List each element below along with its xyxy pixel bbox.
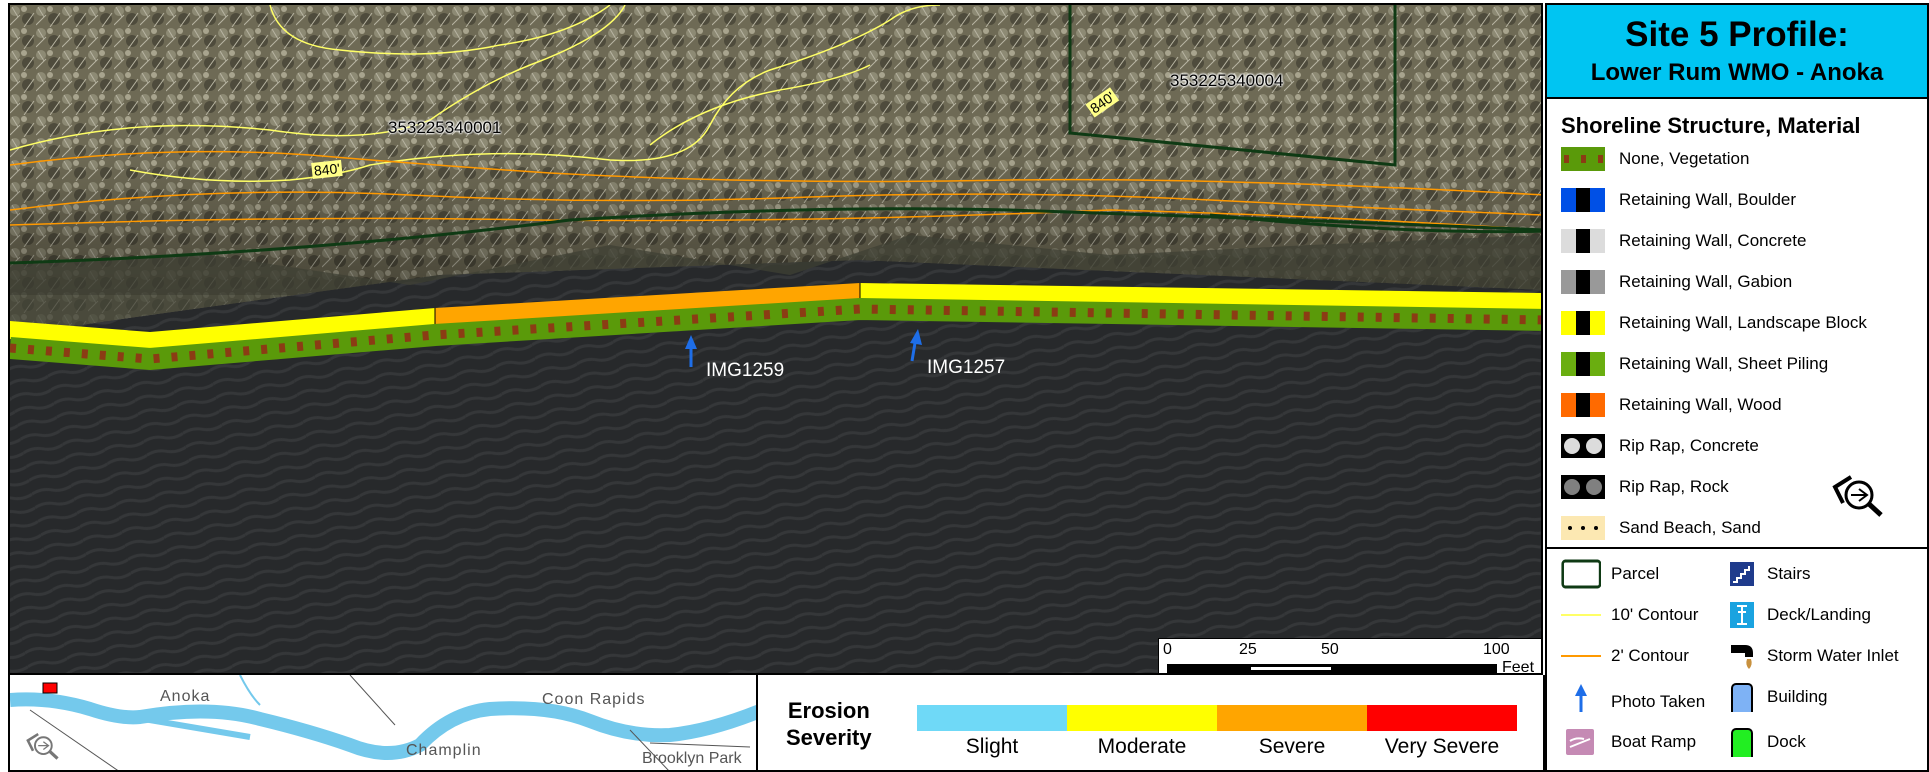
scale-tick: 100 bbox=[1483, 641, 1510, 658]
legend-item-vegetation: None, Vegetation bbox=[1561, 147, 1921, 173]
magnify-erosion-icon bbox=[26, 732, 59, 760]
erosion-label: Very Severe bbox=[1384, 735, 1500, 758]
parcel-id-label: 353225340001 bbox=[388, 118, 502, 137]
erosion-band-moderate bbox=[10, 308, 435, 350]
legend-item-landscape-block: Retaining Wall, Landscape Block bbox=[1561, 311, 1921, 337]
contour-elevation-label: 840' bbox=[311, 159, 343, 179]
photo-arrow-icon bbox=[685, 335, 697, 367]
erosion-band-severe bbox=[435, 283, 860, 326]
contour-10-icon bbox=[1561, 614, 1601, 616]
wall-swatch-icon bbox=[1561, 188, 1606, 212]
photo-arrow-icon bbox=[1575, 684, 1587, 712]
boat-ramp-icon bbox=[1566, 729, 1594, 755]
legend-item-dock: Dock bbox=[1727, 727, 1927, 757]
shoreline-legend: Shoreline Structure, Material None, Vege… bbox=[1545, 99, 1929, 549]
erosion-bar-moderate bbox=[1067, 705, 1217, 731]
river-water bbox=[10, 260, 1541, 673]
legend-item-wood: Retaining Wall, Wood bbox=[1561, 393, 1921, 419]
riprap-swatch-icon bbox=[1561, 475, 1605, 499]
place-label: Anoka bbox=[160, 688, 211, 705]
erosion-title: Erosion Severity bbox=[786, 698, 872, 750]
site-marker-icon bbox=[42, 682, 58, 694]
map-canvas bbox=[10, 5, 1541, 673]
stairs-icon bbox=[1730, 562, 1754, 586]
legend-item-sand: Sand Beach, Sand bbox=[1561, 516, 1921, 542]
main-map[interactable]: 353225340001 353225340004 840' 840' IMG1… bbox=[8, 3, 1543, 675]
wall-swatch-icon bbox=[1561, 229, 1606, 253]
legend-title: Shoreline Structure, Material bbox=[1561, 113, 1861, 138]
contour-2-icon bbox=[1561, 655, 1601, 657]
building-icon bbox=[1731, 683, 1753, 712]
locator-canvas bbox=[10, 675, 756, 770]
deck-icon bbox=[1730, 602, 1754, 628]
legend-item-storm-inlet: Storm Water Inlet bbox=[1727, 641, 1927, 671]
contour-2 bbox=[10, 150, 1541, 196]
wall-swatch-icon bbox=[1561, 311, 1606, 335]
dock-icon bbox=[1731, 728, 1753, 757]
erosion-severity-legend: Erosion Severity Slight Moderate Severe … bbox=[758, 675, 1545, 772]
feature-legend: Parcel 10' Contour 2' Contour Photo Take… bbox=[1545, 549, 1929, 772]
legend-item-building: Building bbox=[1727, 682, 1927, 712]
parcel-id-label: 353225340004 bbox=[1170, 71, 1284, 90]
scale-tick: 0 bbox=[1163, 641, 1172, 658]
erosion-bar-severe bbox=[1217, 705, 1367, 731]
wall-swatch-icon bbox=[1561, 393, 1606, 417]
wall-swatch-icon bbox=[1561, 270, 1606, 294]
legend-item-parcel: Parcel bbox=[1561, 559, 1751, 589]
title-box: Site 5 Profile: Lower Rum WMO - Anoka bbox=[1545, 3, 1929, 99]
scale-track bbox=[1167, 664, 1497, 673]
scale-bar: 0 25 50 100 Feet bbox=[1158, 638, 1541, 675]
locator-map[interactable]: Anoka Coon Rapids Champlin Brooklyn Park bbox=[8, 675, 758, 772]
legend-item-contour-10: 10' Contour bbox=[1561, 600, 1751, 630]
place-label: Coon Rapids bbox=[542, 691, 646, 708]
page-title: Site 5 Profile: bbox=[1625, 15, 1849, 54]
legend-item-deck: Deck/Landing bbox=[1727, 600, 1927, 630]
legend-item-stairs: Stairs bbox=[1727, 559, 1927, 589]
parcel-boundary bbox=[10, 207, 1541, 265]
erosion-band-moderate-east bbox=[860, 283, 1541, 313]
erosion-label: Moderate bbox=[1097, 735, 1187, 758]
riprap-swatch-icon bbox=[1561, 434, 1605, 458]
scale-tick: 50 bbox=[1321, 641, 1339, 658]
legend-item-boat-ramp: Boat Ramp bbox=[1561, 727, 1751, 757]
parcel-icon bbox=[1561, 559, 1601, 589]
magnify-erosion-icon bbox=[1832, 475, 1883, 517]
storm-inlet-icon bbox=[1731, 645, 1753, 669]
legend-item-concrete: Retaining Wall, Concrete bbox=[1561, 229, 1921, 255]
legend-item-gabion: Retaining Wall, Gabion bbox=[1561, 270, 1921, 296]
legend-item-riprap-rock: Rip Rap, Rock bbox=[1561, 475, 1921, 501]
photo-label[interactable]: IMG1257 bbox=[927, 357, 1006, 378]
photo-label[interactable]: IMG1259 bbox=[706, 360, 785, 381]
erosion-bar-slight bbox=[917, 705, 1067, 731]
dashed-vegetation-icon bbox=[1561, 147, 1605, 171]
legend-item-riprap-concrete: Rip Rap, Concrete bbox=[1561, 434, 1921, 460]
sand-swatch-icon bbox=[1561, 516, 1605, 540]
page-subtitle: Lower Rum WMO - Anoka bbox=[1590, 59, 1884, 86]
legend-item-boulder: Retaining Wall, Boulder bbox=[1561, 188, 1921, 214]
erosion-bar-very-severe bbox=[1367, 705, 1517, 731]
place-label: Brooklyn Park bbox=[642, 750, 742, 767]
erosion-label: Slight bbox=[965, 735, 1019, 758]
contour-10 bbox=[10, 5, 626, 151]
scale-units: Feet bbox=[1502, 659, 1535, 675]
river-line bbox=[10, 692, 756, 760]
place-label: Champlin bbox=[406, 742, 482, 759]
legend-item-photo-taken: Photo Taken bbox=[1561, 682, 1751, 712]
scale-tick: 25 bbox=[1239, 641, 1257, 658]
legend-item-sheet-piling: Retaining Wall, Sheet Piling bbox=[1561, 352, 1921, 378]
wall-swatch-icon bbox=[1561, 352, 1606, 376]
erosion-label: Severe bbox=[1258, 735, 1326, 758]
legend-item-contour-2: 2' Contour bbox=[1561, 641, 1751, 671]
photo-arrow-icon bbox=[910, 329, 922, 362]
